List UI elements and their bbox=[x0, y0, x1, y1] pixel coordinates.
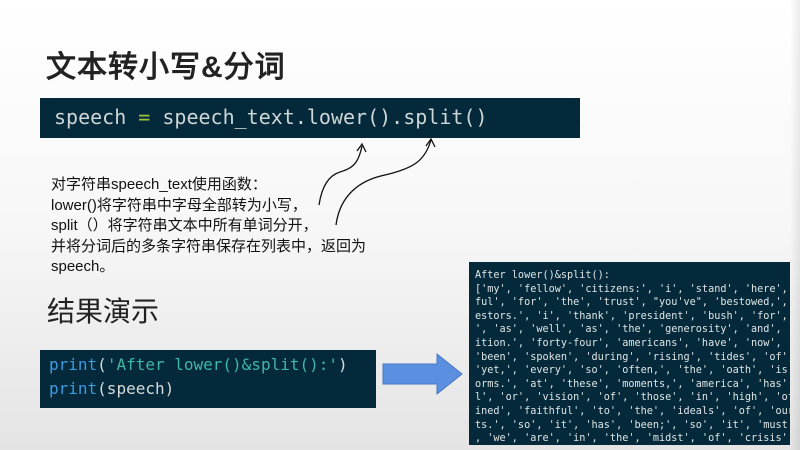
description-line: 对字符串speech_text使用函数： bbox=[51, 176, 267, 193]
code-keyword: print bbox=[49, 379, 98, 398]
output-line: ition.', 'forty-four', 'americans', 'hav… bbox=[475, 337, 790, 349]
curved-pointer-arrow-icon bbox=[335, 139, 432, 226]
description-line: split（）将字符串文本中所有单词分开， bbox=[51, 217, 318, 234]
code-block-split: speech = speech_text.lower().split() bbox=[40, 98, 580, 138]
description-line: speech。 bbox=[51, 258, 115, 275]
output-line: ['my', 'fellow', 'citizens:', 'i', 'stan… bbox=[475, 283, 790, 295]
code-line: speech = speech_text.lower().split() bbox=[54, 105, 488, 129]
code-variable: speech bbox=[54, 105, 127, 129]
code-keyword: print bbox=[49, 355, 98, 374]
console-output: After lower()&split(): ['my', 'fellow', '… bbox=[469, 262, 790, 445]
slide-title: 文本转小写&分词 bbox=[46, 51, 286, 84]
description-line: lower()将字符串中字母全部转为小写， bbox=[51, 196, 307, 214]
code-block-print: print('After lower()&split():') print(sp… bbox=[40, 350, 376, 408]
output-line: After lower()&split(): bbox=[475, 270, 610, 281]
description-line: 并将分词后的多条字符串保存在列表中，返回为 bbox=[51, 237, 367, 255]
output-line: l', 'or', 'vision', 'of', 'those', 'in',… bbox=[475, 392, 790, 404]
output-line: ined', 'faithful', 'to', 'the', 'ideals'… bbox=[475, 405, 790, 417]
code-expression: speech_text.lower().split() bbox=[162, 105, 488, 129]
code-paren: ( bbox=[97, 355, 107, 374]
output-line: 'yet,', 'every', 'so', 'often,', 'the', … bbox=[475, 365, 790, 377]
output-line: 'been', 'spoken', 'during', 'rising', 't… bbox=[475, 351, 790, 363]
output-line: ful', 'for', 'the', 'trust', "you've", '… bbox=[475, 297, 790, 309]
code-line: print(speech) bbox=[49, 379, 174, 398]
code-paren: ) bbox=[338, 355, 348, 374]
code-args: (speech) bbox=[97, 379, 175, 398]
section-subtitle: 结果演示 bbox=[47, 295, 160, 328]
description-text: 对字符串speech_text使用函数： lower()将字符串中字母全部转为小… bbox=[51, 175, 431, 278]
curved-pointer-arrow-icon bbox=[318, 145, 363, 206]
code-string: 'After lower()&split():' bbox=[106, 355, 338, 374]
output-line: ', 'as', 'well', 'as', 'the', 'generosit… bbox=[475, 324, 790, 336]
code-operator: = bbox=[138, 105, 151, 129]
output-line: estors.', 'i', 'thank', 'president', 'bu… bbox=[475, 310, 790, 322]
output-line: orms.', 'at', 'these', 'moments,', 'amer… bbox=[475, 378, 790, 390]
output-line: ts.', 'so', 'it', 'has', 'been;', 'so', … bbox=[475, 419, 790, 431]
slide-edge-shadow bbox=[790, 0, 800, 450]
code-line: print('After lower()&split():') bbox=[49, 355, 348, 374]
right-block-arrow-icon bbox=[382, 352, 463, 396]
output-line: , 'we', 'are', 'in', 'the', 'midst', 'of… bbox=[475, 433, 790, 445]
